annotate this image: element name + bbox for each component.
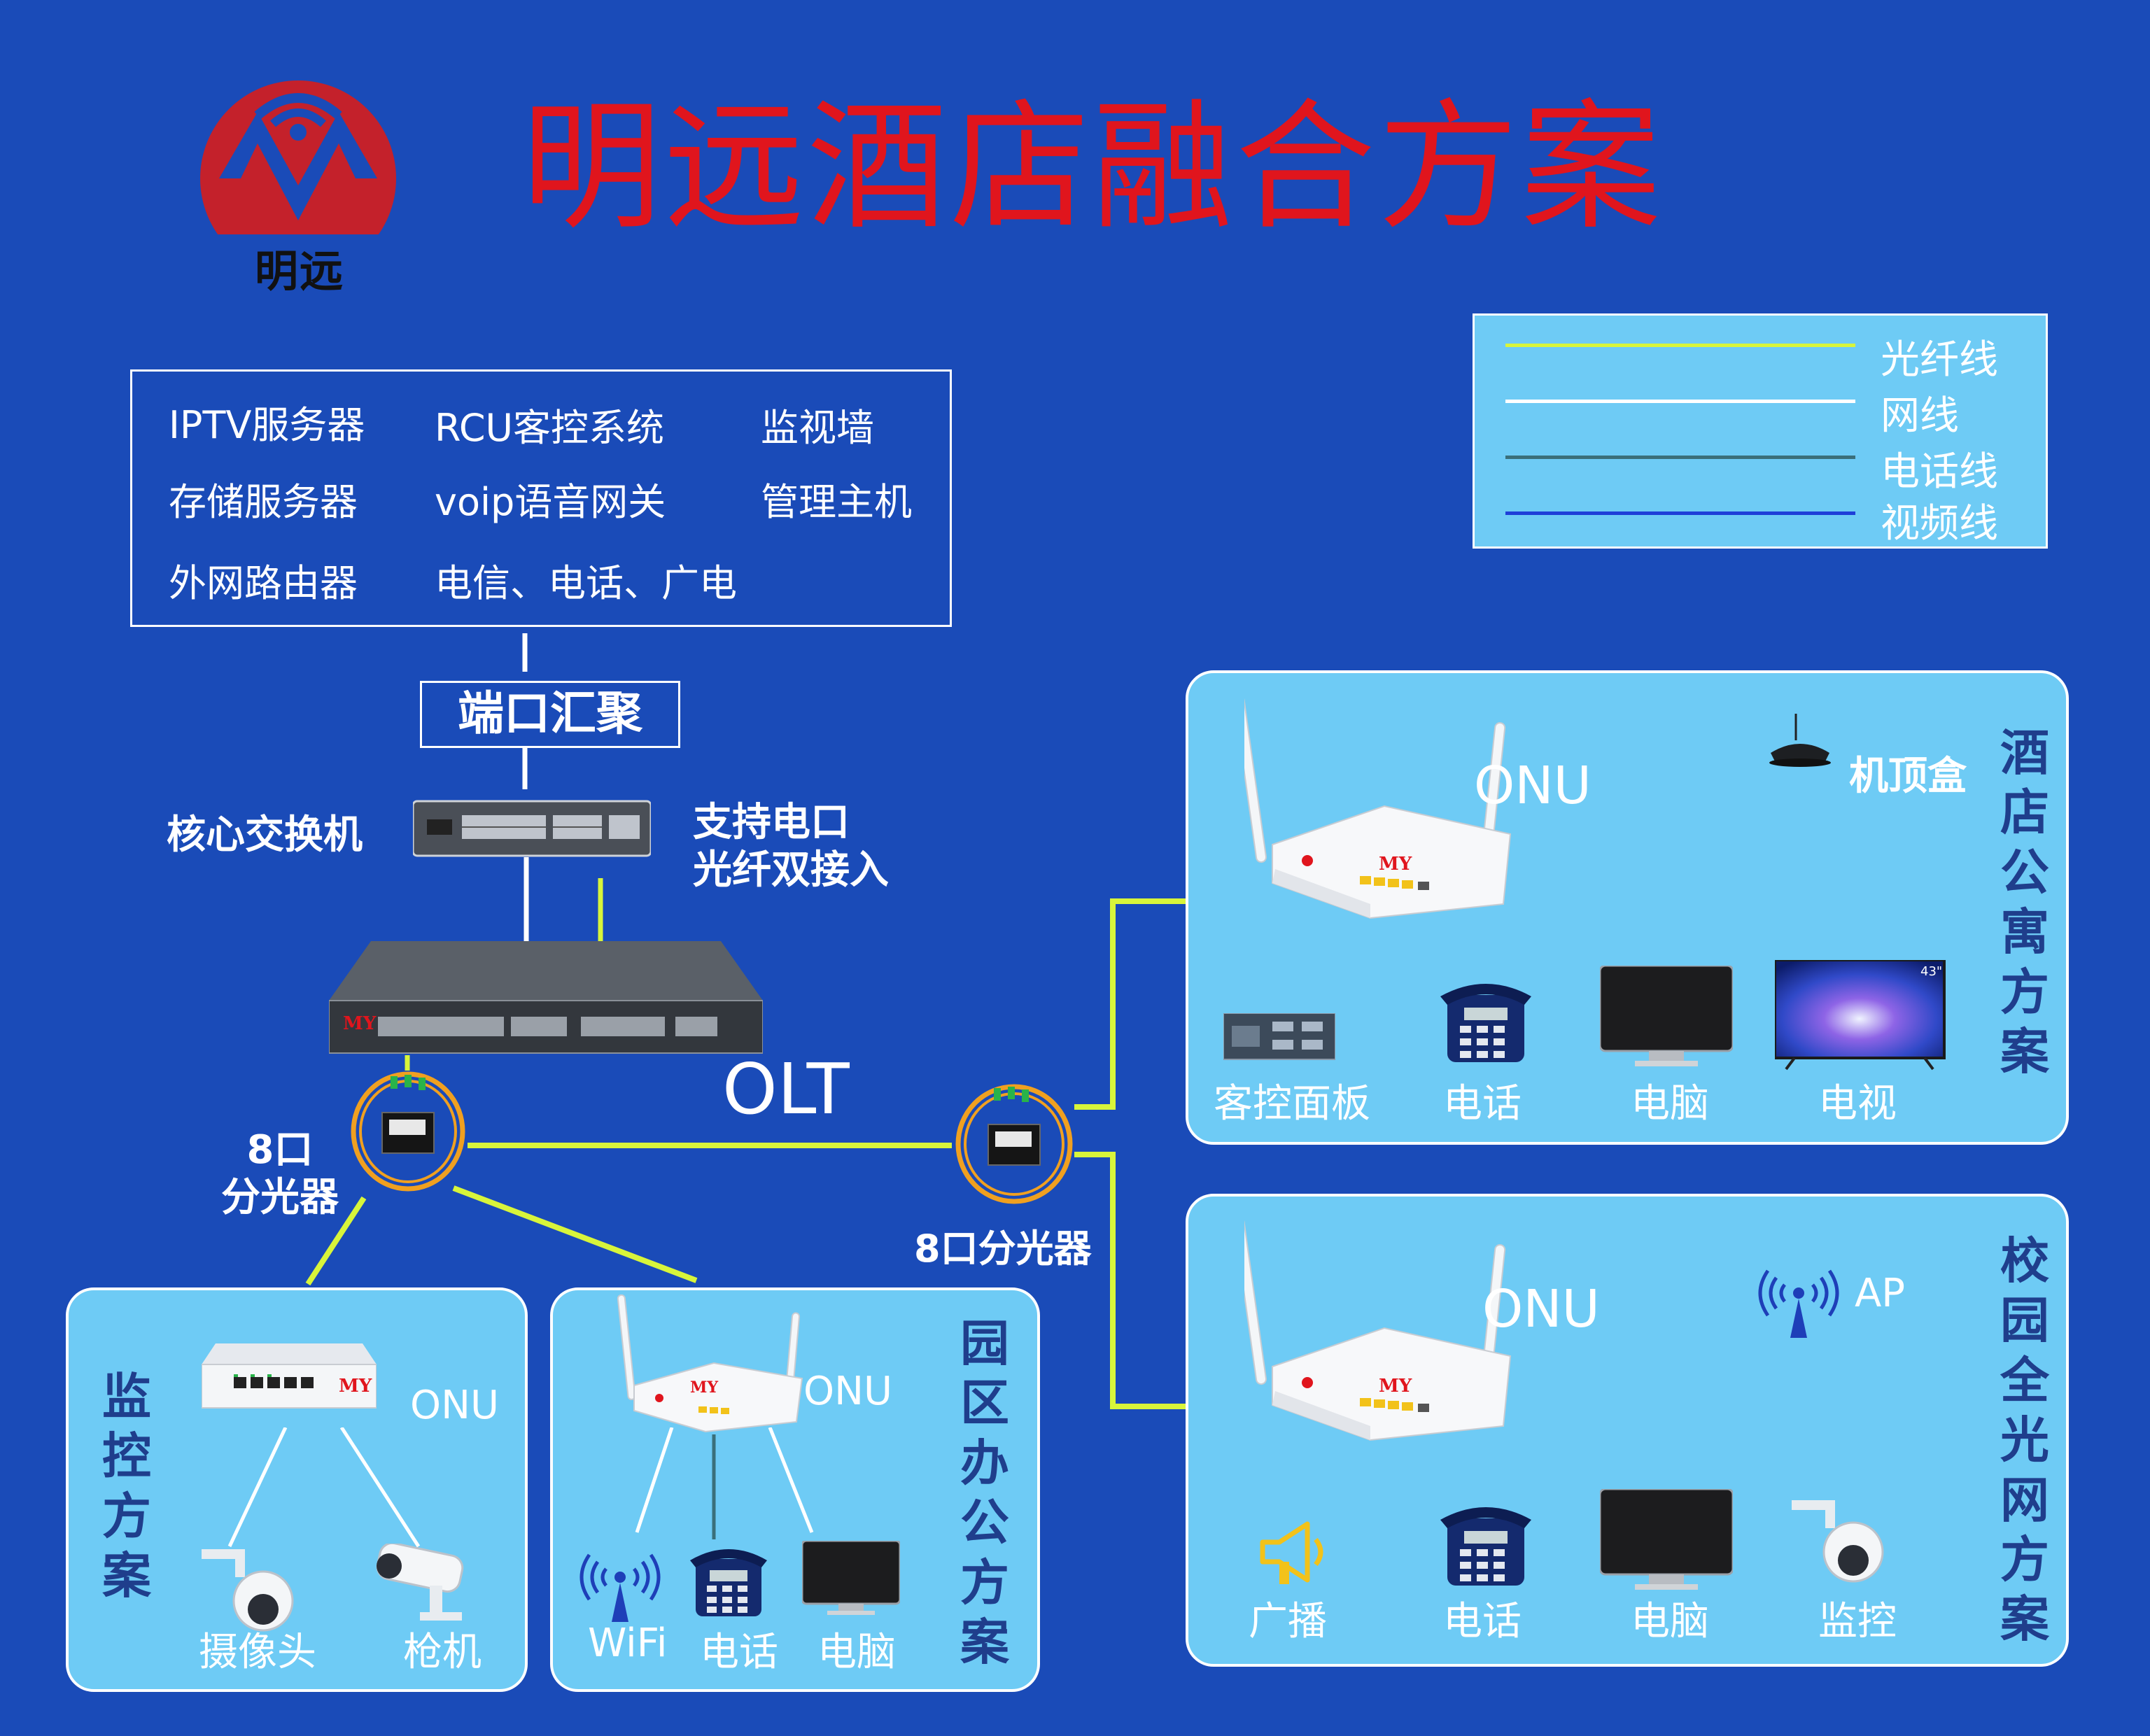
dome-camera-label: 摄像头 (199, 1630, 316, 1675)
campus-telephone-label: 电话 (1443, 1599, 1522, 1644)
bullet-camera-label: 枪机 (403, 1630, 482, 1675)
wifi-icon (579, 1553, 661, 1622)
splitter-right-label: 8口分光器 (914, 1227, 1092, 1271)
settop-box-label: 机顶盒 (1849, 754, 1967, 799)
monitor-panel-title: 监控方案 (102, 1368, 151, 1605)
office-panel-title: 园区办公方案 (960, 1315, 1009, 1671)
logo-emblem (200, 80, 396, 283)
logo-text: 明远 (254, 246, 344, 297)
monitor-onu-brand: MY (339, 1376, 372, 1397)
access-point-icon (1758, 1269, 1839, 1338)
splitter-left-label-1: 8口 (246, 1127, 314, 1173)
television-size-badge: 43" (1920, 964, 1943, 979)
splitter-left-label-2: 分光器 (221, 1175, 339, 1220)
settop-box-icon (1769, 714, 1831, 767)
dome-camera-icon (202, 1549, 294, 1632)
servers-box: IPTV服务器 RCU客控系统 监视墙 存储服务器 voip语音网关 管理主机 … (130, 369, 952, 627)
broadcast-speaker-icon (1260, 1521, 1323, 1584)
access-point-label: AP (1855, 1271, 1906, 1316)
core-switch-support-1: 支持电口 (693, 800, 850, 845)
campus-panel-title: 校园全光网方案 (2000, 1232, 2049, 1649)
bullet-camera-icon (376, 1544, 464, 1621)
control-panel-icon (1223, 1013, 1335, 1060)
campus-computer-label: 电脑 (1631, 1599, 1709, 1644)
hotel-telephone-label: 电话 (1443, 1081, 1522, 1127)
legend-box: 光纤线 网线 电话线 视频线 (1473, 313, 2048, 549)
core-switch-label: 核心交换机 (167, 812, 363, 858)
server-telecom: 电信、电话、广电 (435, 561, 737, 605)
legend-network-swatch (1505, 400, 1855, 403)
office-onu-device (617, 1294, 803, 1433)
campus-onu-label: ONU (1482, 1279, 1600, 1339)
monitor-connection-lines (227, 1427, 421, 1548)
office-connection-lines (635, 1427, 814, 1539)
server-storage: 存储服务器 (169, 480, 358, 524)
office-telephone-label: 电话 (700, 1630, 778, 1675)
legend-video-label: 视频线 (1881, 501, 1998, 546)
hotel-onu-device (1244, 695, 1512, 919)
olt-brand: MY (343, 1013, 377, 1034)
hotel-telephone-icon (1440, 984, 1531, 1062)
office-panel: MY ONU 园区办公方案 WiFi (550, 1287, 1040, 1692)
hotel-panel: MY ONU 机顶盒 酒店公寓方案 (1186, 670, 2069, 1145)
server-monitor-wall: 监视墙 (761, 406, 874, 450)
campus-onu-brand: MY (1379, 1376, 1412, 1397)
fiber-to-monitor (305, 1196, 367, 1286)
splitter-right-device (955, 1084, 1073, 1204)
control-panel-label: 客控面板 (1214, 1081, 1370, 1127)
fiber-to-campus-onu (1074, 1152, 1250, 1409)
office-computer-label: 电脑 (817, 1630, 896, 1675)
campus-telephone-icon (1440, 1507, 1531, 1586)
fiber-to-office (452, 1185, 698, 1283)
monitor-onu-label: ONU (410, 1383, 499, 1428)
hotel-computer-label: 电脑 (1631, 1081, 1709, 1127)
legend-fiber-swatch (1505, 344, 1855, 347)
fiber-to-hotel-onu (1074, 898, 1250, 1110)
hotel-computer-icon (1600, 966, 1733, 1066)
campus-panel: MY ONU AP 校园全光网方案 (1186, 1194, 2069, 1667)
port-aggregation-box: 端口汇聚 (420, 681, 680, 748)
campus-computer-icon (1600, 1489, 1733, 1590)
server-iptv: IPTV服务器 (169, 403, 365, 447)
legend-fiber-label: 光纤线 (1881, 337, 1998, 383)
core-switch-device (413, 800, 651, 857)
server-router: 外网路由器 (169, 561, 358, 605)
splitter-left-device (351, 1071, 465, 1192)
aggregation-connector (522, 747, 528, 789)
page-title: 明远酒店融合方案 (521, 86, 1664, 249)
legend-video-swatch (1505, 511, 1855, 515)
wifi-label: WiFi (588, 1621, 668, 1666)
surveillance-label: 监控 (1818, 1599, 1897, 1644)
server-rcu: RCU客控系统 (435, 406, 665, 450)
office-computer-icon (802, 1541, 900, 1615)
server-voip: voip语音网关 (435, 480, 666, 524)
office-onu-label: ONU (803, 1369, 892, 1414)
hotel-panel-title: 酒店公寓方案 (2000, 724, 2049, 1080)
hotel-onu-label: ONU (1474, 756, 1592, 816)
office-telephone-icon (690, 1549, 767, 1616)
campus-onu-device (1244, 1217, 1512, 1441)
core-switch-support-2: 光纤双接入 (693, 847, 889, 893)
surveillance-dome-icon (1792, 1500, 1884, 1583)
monitor-onu-device (202, 1343, 377, 1409)
hotel-onu-brand: MY (1379, 854, 1412, 875)
monitor-panel: 监控方案 MY ONU 摄像头 枪机 (66, 1287, 528, 1692)
olt-label: OLT (722, 1048, 850, 1130)
company-logo: 明远 (188, 73, 412, 297)
server-management: 管理主机 (761, 480, 912, 524)
legend-phone-swatch (1505, 456, 1855, 459)
office-onu-brand: MY (690, 1378, 719, 1397)
olt-device (329, 941, 763, 1054)
legend-network-label: 网线 (1881, 393, 1959, 439)
legend-phone-label: 电话线 (1881, 449, 1998, 495)
television-icon (1775, 960, 1946, 1071)
television-label: 电视 (1818, 1081, 1897, 1127)
broadcast-label: 广播 (1249, 1599, 1327, 1644)
